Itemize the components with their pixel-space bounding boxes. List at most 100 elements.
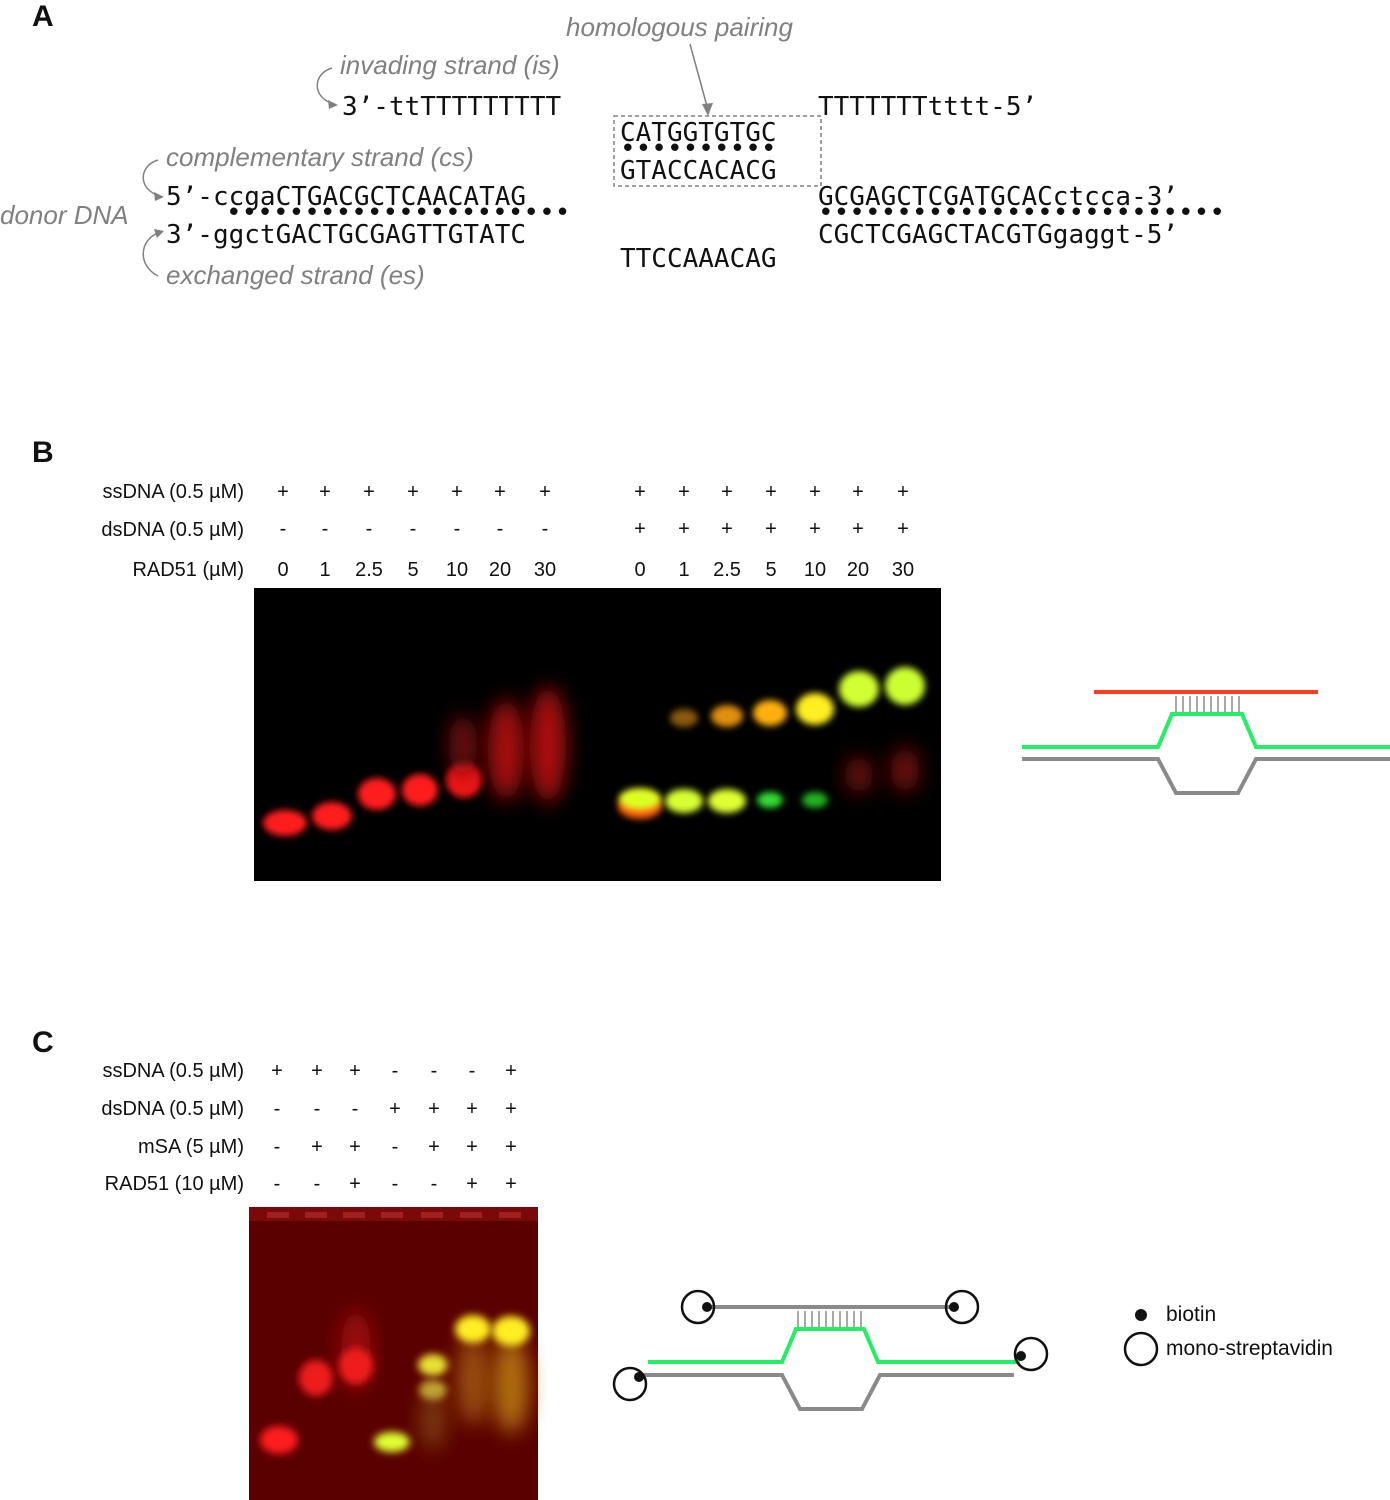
gel-b-right-rad51-marker: 30 xyxy=(891,559,915,581)
homologous-pairing-label: homologous pairing xyxy=(566,12,793,42)
gel-c-ssdna-marker: - xyxy=(430,1060,438,1082)
gel-b-right-rad51-marker: 0 xyxy=(634,559,646,581)
exchanged-strand-gray xyxy=(1022,757,1390,795)
exchanged-strand-label: exchanged strand (es) xyxy=(166,260,425,290)
gel-b-left-rad51-marker: 1 xyxy=(319,559,331,581)
gel-b-smear xyxy=(530,687,566,803)
donor-dna-label: donor DNA xyxy=(0,200,129,230)
gel-c-msa-marker: - xyxy=(391,1136,399,1158)
gel-c-band xyxy=(419,1380,447,1400)
row-label-rad51: RAD51 (µM) xyxy=(132,559,244,581)
gel-c-ssdna-marker: - xyxy=(468,1060,476,1082)
gel-b-right-dsdna-marker: + xyxy=(634,518,646,540)
d-loop-schematic-b xyxy=(1022,690,1390,795)
gel-b-band xyxy=(708,789,746,813)
legend-streptavidin-circle xyxy=(1123,1331,1159,1367)
gel-b-right-ssdna-marker: + xyxy=(678,481,690,503)
gel-c-rad51-marker: + xyxy=(466,1173,478,1195)
gel-b-right-ssdna-marker: + xyxy=(852,481,864,503)
gel-c-dsdna-marker: + xyxy=(428,1098,440,1120)
complementary-strand-right-seq: GCGAGCTCGATGCACctcca-3’ xyxy=(818,182,1179,212)
d-loop-schematic-c xyxy=(612,1289,1049,1411)
gel-c-dsdna-marker: - xyxy=(273,1098,281,1120)
complementary-strand-label: complementary strand (cs) xyxy=(166,142,474,172)
biotin-dot xyxy=(702,1302,712,1312)
gel-c-smear xyxy=(341,1310,371,1390)
complementary-strand-green xyxy=(648,1327,1020,1364)
gel-b-right-dsdna-marker: + xyxy=(721,518,733,540)
homologous-box-bottom-seq: GTACCACACG xyxy=(620,156,777,186)
gel-c-band xyxy=(374,1432,410,1452)
invading-strand-right-seq: TTTTTTTtttt-5’ xyxy=(818,92,1038,122)
gel-c-rad51-marker: - xyxy=(313,1173,321,1195)
gel-b-left-rad51-marker: 5 xyxy=(407,559,419,581)
gel-b-right-rad51-marker: 20 xyxy=(846,559,870,581)
streptavidin-circle xyxy=(944,1289,980,1325)
gel-b-left-ssdna-marker: + xyxy=(494,481,506,503)
gel-b-band xyxy=(753,700,787,726)
gel-c-dsdna-marker: + xyxy=(466,1098,478,1120)
panel-b-letter: B xyxy=(32,436,54,469)
biotin-dot xyxy=(949,1302,959,1312)
gel-c-dsdna-marker: - xyxy=(351,1098,359,1120)
exchanged-strand-left-seq: 3’-ggctGACTGCGAGTTGTATC xyxy=(166,220,527,250)
exchanged-strand-loop-seq: TTCCAAACAG xyxy=(620,244,777,274)
gel-b-right-ssdna-marker: + xyxy=(765,481,777,503)
panel-b-figure xyxy=(254,588,1390,881)
gel-b-left-dsdna-marker: - xyxy=(279,518,287,540)
gel-b-band xyxy=(312,802,352,830)
streptavidin-circle xyxy=(1013,1336,1049,1372)
homologous-pairing-box xyxy=(613,115,822,187)
gel-b-band xyxy=(796,693,834,725)
streptavidin-circle xyxy=(680,1289,716,1325)
gel-c-bands xyxy=(260,1310,530,1454)
gel-b-right-ssdna-marker: + xyxy=(897,481,909,503)
panel-c-letter: C xyxy=(32,1026,54,1059)
c-row-label-dsdna: dsDNA (0.5 µM) xyxy=(101,1098,244,1120)
homologous-box-dots: •••••••••• xyxy=(620,134,777,164)
c-row-label-rad51: RAD51 (10 µM) xyxy=(104,1173,244,1195)
gel-c-rad51-marker: - xyxy=(430,1173,438,1195)
base-pair-dots-left: •••••••••••••••••••••• xyxy=(226,198,571,228)
complementary-strand-green xyxy=(1022,712,1390,749)
gel-c-band xyxy=(299,1360,333,1396)
biotin-dot xyxy=(1016,1351,1026,1361)
gel-c-msa-marker: + xyxy=(505,1136,517,1158)
exchanged-curve-arrow xyxy=(142,231,161,277)
gel-c-background xyxy=(249,1207,538,1500)
gel-c-rad51-marker: - xyxy=(391,1173,399,1195)
gel-b-left-rad51-marker: 20 xyxy=(488,559,512,581)
gel-b-right-rad51-marker: 5 xyxy=(765,559,777,581)
gel-b-band xyxy=(670,709,698,727)
gel-b-left-ssdna-marker: + xyxy=(539,481,551,503)
complementary-strand-left-seq: 5’-ccgaCTGACGCTCAACATAG xyxy=(166,182,527,212)
gel-b-right-dsdna-marker: + xyxy=(809,518,821,540)
gel-b-left-dsdna-marker: - xyxy=(321,518,329,540)
gel-c-msa-marker: + xyxy=(349,1136,361,1158)
gel-c-band xyxy=(455,1315,491,1343)
gel-b-band xyxy=(263,810,307,836)
gel-c-msa-marker: + xyxy=(466,1136,478,1158)
gel-b-left-rad51-marker: 0 xyxy=(277,559,289,581)
gel-b-smear xyxy=(891,748,919,792)
gel-b-band xyxy=(402,774,438,806)
legend-msa-label: mono-streptavidin xyxy=(1166,1337,1333,1360)
legend-biotin-dot xyxy=(1135,1309,1147,1321)
homologous-pairing-arrow-line xyxy=(689,43,709,111)
gel-b-band xyxy=(446,762,482,798)
exchanged-strand-right-seq: CGCTCGAGCTACGTGgaggt-5’ xyxy=(818,220,1179,250)
gel-b-right-dsdna-marker: + xyxy=(897,518,909,540)
gel-c-ssdna-marker: + xyxy=(311,1060,323,1082)
gel-c-msa-marker: - xyxy=(273,1136,281,1158)
gel-c-ssdna-marker: + xyxy=(505,1060,517,1082)
gel-b-right-rad51-marker: 10 xyxy=(803,559,827,581)
gel-b-right-ssdna-marker: + xyxy=(721,481,733,503)
legend-c xyxy=(1123,1309,1159,1367)
gel-b-right-rad51-marker: 2.5 xyxy=(713,559,741,581)
panel-a-letter: A xyxy=(32,0,54,33)
row-label-dsdna: dsDNA (0.5 µM) xyxy=(101,519,244,541)
base-pair-dots-right: •••••••••••••••••••••••••• xyxy=(818,198,1225,228)
gel-c-msa-marker: + xyxy=(428,1136,440,1158)
gel-b-left-dsdna-marker: - xyxy=(365,518,373,540)
gel-b-band xyxy=(757,792,783,808)
